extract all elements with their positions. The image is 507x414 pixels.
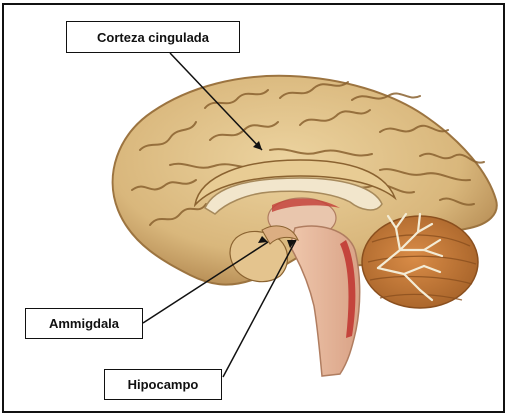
label-cingulate-cortex: Corteza cingulada [66, 21, 240, 53]
label-amygdala: Ammigdala [25, 308, 143, 339]
label-hippocampus: Hipocampo [104, 369, 222, 400]
